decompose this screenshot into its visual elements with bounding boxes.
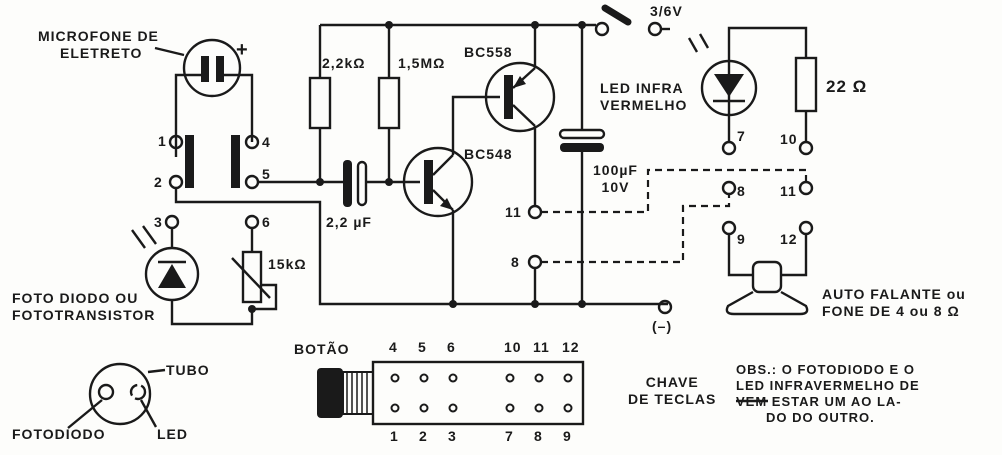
switch-label-1: CHAVE bbox=[645, 374, 699, 390]
speaker-symbol bbox=[725, 234, 809, 316]
q1-label: BC558 bbox=[464, 44, 513, 60]
photodiode-label: FOTODIODO bbox=[12, 426, 106, 442]
electret-microphone-symbol bbox=[154, 38, 254, 157]
switch-pin bbox=[419, 403, 429, 413]
terminal-3: 3 bbox=[154, 214, 163, 230]
power-switch bbox=[601, 4, 632, 26]
capacitor-100u bbox=[558, 128, 606, 140]
terminal-4: 4 bbox=[262, 134, 271, 150]
resistor-2k2 bbox=[308, 76, 332, 130]
mic-label-2: ELETRETO bbox=[60, 45, 143, 61]
r2-label: 1,5MΩ bbox=[398, 55, 446, 71]
switch-top-pin-label: 5 bbox=[418, 339, 427, 355]
led-label-2: VERMELHO bbox=[600, 97, 688, 113]
photo-label-1: FOTO DIODO OU bbox=[12, 290, 139, 306]
terminal-10: 10 bbox=[780, 131, 798, 147]
terminal-5: 5 bbox=[262, 166, 271, 182]
contact-plate-left bbox=[185, 135, 194, 188]
key-switch-body bbox=[317, 360, 585, 426]
switch-pin bbox=[534, 403, 544, 413]
terminal-2: 2 bbox=[154, 174, 163, 190]
switch-bottom-pin-label: 2 bbox=[419, 428, 428, 444]
q2-label: BC548 bbox=[464, 146, 513, 162]
c2-label-2: 10V bbox=[601, 179, 630, 195]
switch-pins bbox=[390, 373, 573, 413]
switch-bottom-pin-label: 7 bbox=[505, 428, 514, 444]
obs-line-2: LED INFRAVERMELHO DE bbox=[736, 378, 920, 393]
junction-dots bbox=[248, 21, 586, 313]
terminal-7: 7 bbox=[737, 128, 746, 144]
switch-top-pin-label: 11 bbox=[533, 339, 550, 355]
button-label: BOTÃO bbox=[294, 341, 350, 357]
supply-label: 3/6V bbox=[650, 3, 683, 19]
r3-label: 22 Ω bbox=[826, 77, 868, 96]
switch-pin bbox=[505, 373, 515, 383]
contact-plate-right bbox=[231, 135, 240, 188]
terminal-8-left: 8 bbox=[511, 254, 520, 270]
r1-label: 2,2kΩ bbox=[322, 55, 366, 71]
ground-label: (–) bbox=[652, 318, 673, 334]
terminal-11-left: 11 bbox=[505, 204, 522, 220]
speaker-label-1: AUTO FALANTE ou bbox=[822, 286, 966, 302]
tube-detail bbox=[67, 362, 166, 429]
terminal-9: 9 bbox=[737, 231, 746, 247]
speaker-label-2: FONE DE 4 ou 8 Ω bbox=[822, 303, 960, 319]
switch-top-pin-label: 12 bbox=[562, 339, 580, 355]
terminal-11: 11 bbox=[780, 183, 797, 199]
photo-label-2: FOTOTRANSISTOR bbox=[12, 307, 156, 323]
photodiode-symbol bbox=[131, 225, 254, 326]
switch-pin bbox=[419, 373, 429, 383]
trimmer-15k bbox=[231, 228, 278, 311]
switch-pin bbox=[390, 373, 400, 383]
switch-pin bbox=[448, 373, 458, 383]
c2-label-1: 100µF bbox=[593, 162, 638, 178]
terminal-8: 8 bbox=[737, 183, 746, 199]
switch-pin bbox=[534, 373, 544, 383]
switch-pin bbox=[505, 403, 515, 413]
mic-label-1: MICROFONE DE bbox=[38, 28, 159, 44]
obs-line-4: DO DO OUTRO. bbox=[766, 410, 875, 425]
switch-bottom-pin-label: 3 bbox=[448, 428, 457, 444]
terminal-12: 12 bbox=[780, 231, 798, 247]
mic-plus: + bbox=[236, 39, 249, 61]
transistor-bc548 bbox=[402, 95, 500, 304]
switch-pin bbox=[448, 403, 458, 413]
led-label-1: LED INFRA bbox=[600, 80, 684, 96]
tube-label: TUBO bbox=[166, 362, 210, 378]
infrared-led-symbol bbox=[687, 26, 818, 142]
terminal-6: 6 bbox=[262, 214, 271, 230]
obs-line-1: OBS.: O FOTODIODO E O bbox=[736, 362, 915, 377]
switch-top-pin-label: 6 bbox=[447, 339, 456, 355]
pot-label: 15kΩ bbox=[268, 256, 307, 272]
capacitor-2u2 bbox=[343, 160, 352, 207]
switch-bottom-pin-label: 8 bbox=[534, 428, 543, 444]
switch-top-pin-label: 4 bbox=[389, 339, 398, 355]
switch-pin bbox=[563, 403, 573, 413]
c1-label: 2,2 µF bbox=[326, 214, 372, 230]
switch-top-pin-label: 10 bbox=[504, 339, 522, 355]
switch-bottom-pin-label: 9 bbox=[563, 428, 572, 444]
transistor-bc558 bbox=[484, 25, 556, 206]
switch-pin bbox=[390, 403, 400, 413]
switch-label-2: DE TECLAS bbox=[628, 391, 717, 407]
switch-bottom-pin-label: 1 bbox=[390, 428, 399, 444]
led-small-label: LED bbox=[157, 426, 188, 442]
switch-pin bbox=[563, 373, 573, 383]
resistor-1m5 bbox=[377, 76, 401, 130]
terminal-1: 1 bbox=[158, 133, 167, 149]
obs-line-3: VEM ESTAR UM AO LA- bbox=[736, 394, 902, 409]
